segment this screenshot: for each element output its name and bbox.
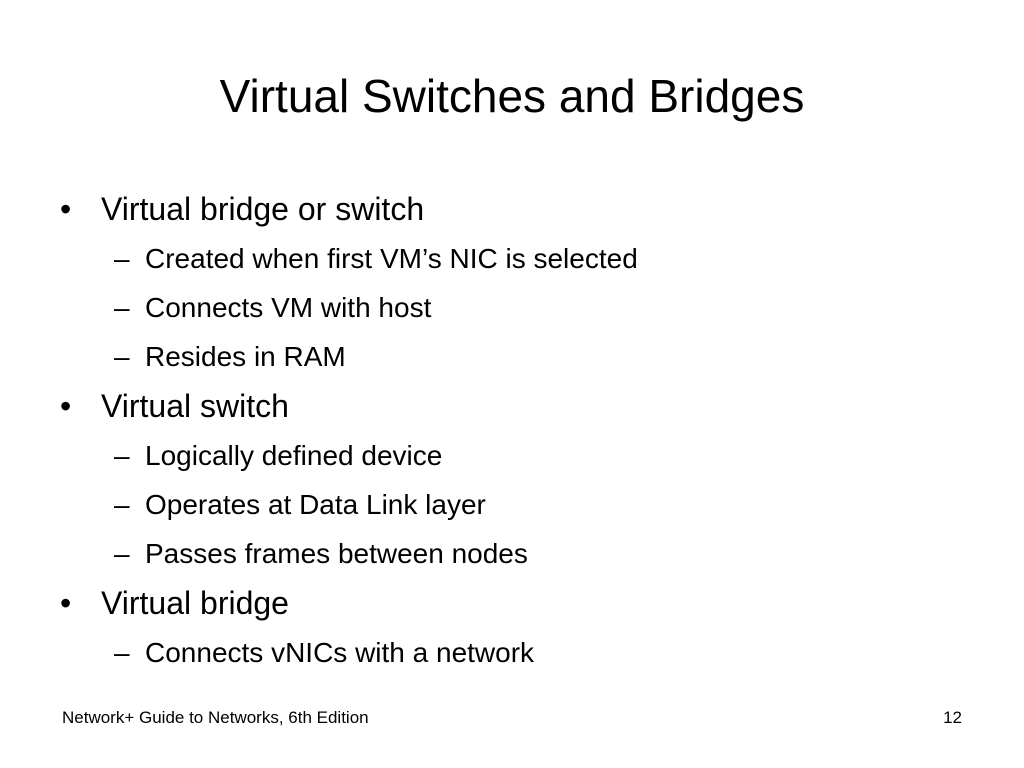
sub-bullet-text: Connects VM with host [145,292,432,323]
sub-bullet-text: Passes frames between nodes [145,538,528,569]
sub-bullet-text: Resides in RAM [145,341,346,372]
sub-bullet-text: Operates at Data Link layer [145,489,486,520]
slide-title: Virtual Switches and Bridges [219,70,805,122]
sub-bullet-marker: – [114,637,130,668]
sub-bullet-item: – Resides in RAM [0,332,1024,381]
page-number: 12 [943,708,962,727]
bullet-marker: • [60,191,72,227]
bullet-item: • Virtual bridge or switch [0,184,1024,234]
bullet-marker: • [60,388,72,424]
sub-bullet-marker: – [114,440,130,471]
sub-bullet-marker: – [114,341,130,372]
sub-bullet-item: – Logically defined device [0,431,1024,480]
sub-bullet-text: Connects vNICs with a network [145,637,535,668]
bullet-text: Virtual bridge or switch [101,191,425,227]
bullet-item: • Virtual switch [0,381,1024,431]
sub-bullet-text: Logically defined device [145,440,443,471]
bullet-marker: • [60,585,72,621]
bullet-text: Virtual bridge [101,585,289,621]
sub-bullet-item: – Connects VM with host [0,283,1024,332]
sub-bullet-item: – Operates at Data Link layer [0,480,1024,529]
sub-bullet-text: Created when first VM’s NIC is selected [145,243,638,274]
bullet-text: Virtual switch [101,388,289,424]
bullet-item: • Virtual bridge [0,578,1024,628]
sub-bullet-item: – Created when first VM’s NIC is selecte… [0,234,1024,283]
sub-bullet-marker: – [114,489,130,520]
sub-bullet-marker: – [114,292,130,323]
sub-bullet-item: – Passes frames between nodes [0,529,1024,578]
bullet-list: • Virtual bridge or switch – Created whe… [0,184,1024,677]
footer-book-title: Network+ Guide to Networks, 6th Edition [62,708,369,727]
sub-bullet-marker: – [114,538,130,569]
sub-bullet-item: – Connects vNICs with a network [0,628,1024,677]
sub-bullet-marker: – [114,243,130,274]
